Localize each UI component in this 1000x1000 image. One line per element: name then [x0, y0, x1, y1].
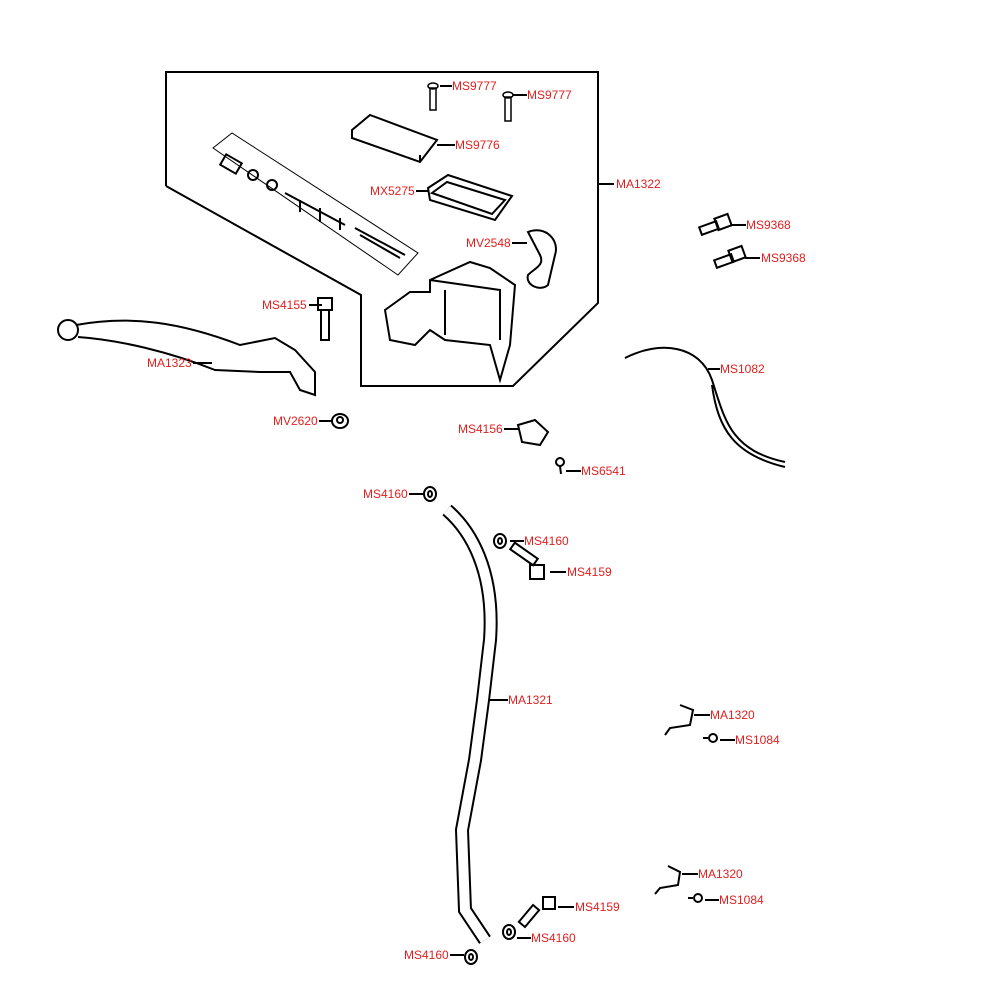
screw-icon	[703, 733, 718, 743]
part-label-ms1084: MS1084	[719, 893, 764, 907]
part-label-ms9776: MS9776	[455, 138, 500, 152]
hose-clip-icon	[654, 865, 682, 895]
switch-icon	[516, 418, 550, 447]
part-label-ms4159: MS4159	[575, 900, 620, 914]
banjo-bolt-icon	[517, 896, 556, 929]
nut-icon	[331, 413, 349, 429]
part-label-ms4156: MS4156	[458, 422, 503, 436]
part-label-ma1320: MA1320	[710, 708, 755, 722]
assembly-frame	[165, 71, 599, 387]
washer-icon	[493, 533, 507, 549]
part-label-ms4160: MS4160	[524, 534, 569, 548]
part-label-ms4160: MS4160	[404, 948, 449, 962]
part-label-ms4159: MS4159	[567, 565, 612, 579]
master-cylinder-icon	[383, 260, 517, 384]
bolt-icon	[712, 244, 747, 270]
clamp-icon	[526, 229, 557, 289]
screw-icon	[502, 91, 514, 122]
part-label-ms4160: MS4160	[531, 931, 576, 945]
part-label-ms1084: MS1084	[735, 733, 780, 747]
part-label-mv2548: MV2548	[466, 236, 511, 250]
part-label-ms9368: MS9368	[761, 251, 806, 265]
screw-icon	[555, 457, 565, 475]
diaphragm-icon	[426, 173, 514, 222]
part-label-mx5275: MX5275	[370, 184, 415, 198]
part-label-ms6541: MS6541	[581, 464, 626, 478]
hose-clip-icon	[664, 704, 695, 736]
screw-icon	[688, 893, 703, 903]
leader-lines	[193, 85, 760, 956]
washer-icon	[464, 949, 478, 965]
part-label-ms9777: MS9777	[452, 79, 497, 93]
bolt-icon	[697, 212, 733, 237]
washer-icon	[502, 924, 516, 940]
piston-kit-icon	[212, 132, 419, 276]
part-label-ma1320: MA1320	[698, 867, 743, 881]
brake-switch-cable-icon	[624, 346, 786, 468]
reservoir-cap-icon	[351, 113, 439, 164]
part-label-ms4160: MS4160	[363, 487, 408, 501]
banjo-bolt-icon	[508, 541, 545, 580]
screw-icon	[427, 82, 439, 111]
part-label-ma1322: MA1322	[616, 177, 661, 191]
washer-icon	[423, 486, 437, 502]
brake-lever-icon	[57, 319, 316, 397]
part-label-mv2620: MV2620	[273, 414, 318, 428]
part-label-ma1323: MA1323	[147, 356, 192, 370]
piston-parts-icon	[218, 152, 406, 259]
part-label-ms4155: MS4155	[262, 298, 307, 312]
part-label-ms9777: MS9777	[527, 88, 572, 102]
part-label-ma1321: MA1321	[508, 693, 553, 707]
pivot-bolt-icon	[317, 297, 333, 341]
part-label-ms9368: MS9368	[746, 218, 791, 232]
part-label-ms1082: MS1082	[720, 362, 765, 376]
